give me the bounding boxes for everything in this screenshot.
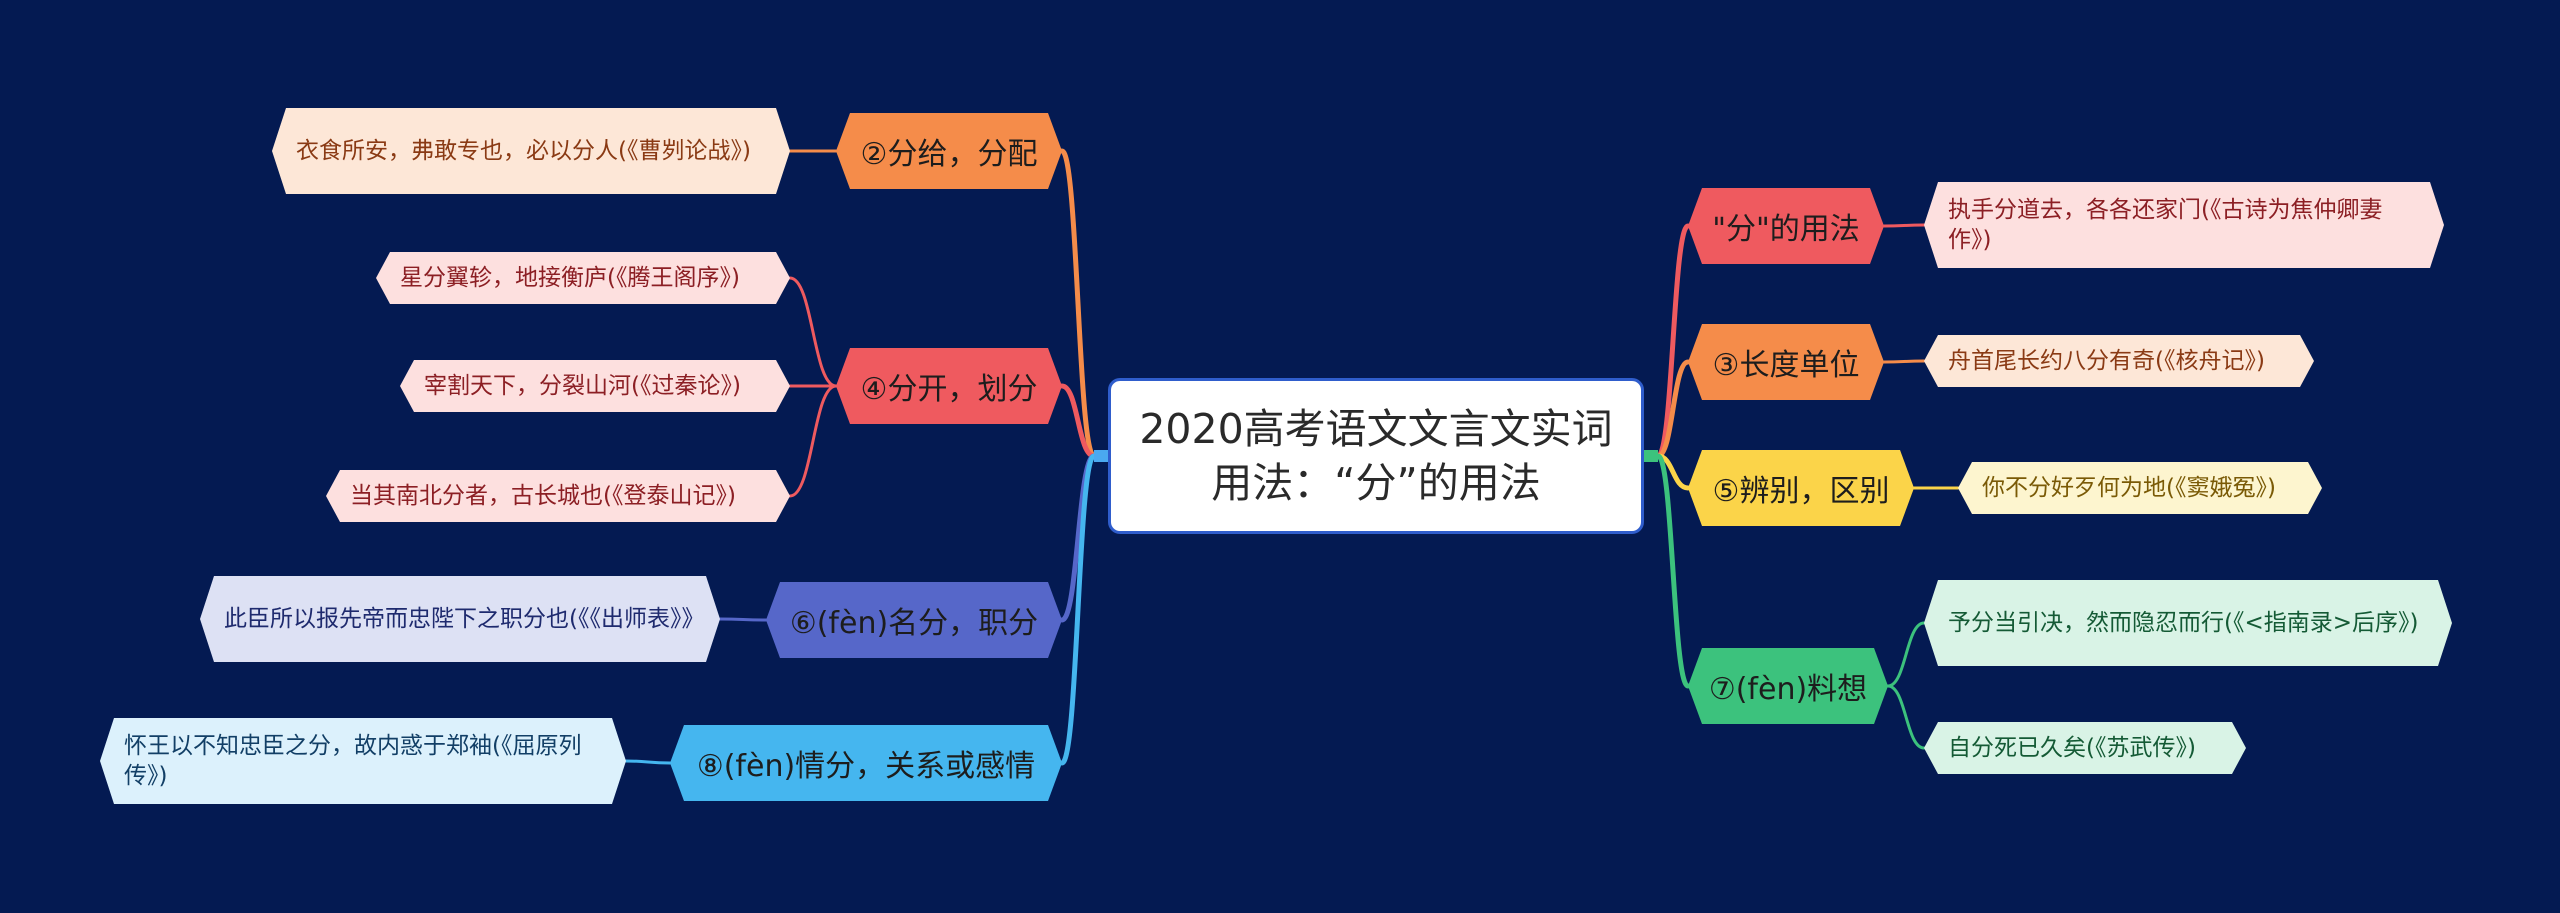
leaf-topic[interactable]: 执手分道去，各各还家门(《古诗为焦仲卿妻作》): [1924, 182, 2444, 268]
branch-topic-label: ⑧(fèn)情分，关系或感情: [696, 749, 1036, 784]
branch-topic[interactable]: ⑥(fèn)名分，职分: [766, 582, 1062, 658]
leaf-topic-text: 舟首尾长约八分有奇(《核舟记》): [1948, 348, 2265, 374]
connector-line: [1882, 223, 1926, 228]
leaf-topic[interactable]: 当其南北分者，古长城也(《登泰山记》): [326, 470, 790, 522]
branch-topic-label: ④分开，划分: [860, 372, 1038, 407]
leaf-topic-text: 宰割天下，分裂山河(《过秦论》): [424, 373, 741, 399]
root-connector-stub: [1094, 450, 1108, 462]
leaf-topic-text: 怀王以不知忠臣之分，故内惑于郑袖(《屈原列传》): [124, 733, 582, 789]
branch-topic-label: ⑤辨别，区别: [1712, 474, 1890, 509]
branch-topic-label: ⑦(fèn)料想: [1708, 672, 1868, 707]
connector-line: [1059, 453, 1097, 766]
branch-topic[interactable]: ⑧(fèn)情分，关系或感情: [670, 725, 1062, 801]
connector-line: [1059, 148, 1097, 459]
leaf-topic-text: 当其南北分者，古长城也(《登泰山记》): [350, 483, 736, 509]
root-topic-label: 2020高考语文文言文实词用法：“分”的用法: [1139, 405, 1613, 507]
leaf-topic[interactable]: 予分当引决，然而隐忍而行(《<指南录>后序》): [1924, 580, 2452, 666]
connector-line: [1886, 621, 1926, 688]
connector-line: [624, 759, 672, 765]
leaf-topic[interactable]: 自分死已久矣(《苏武传》): [1924, 722, 2246, 774]
connector-line: [1882, 359, 1926, 364]
branch-topic-label: ⑥(fèn)名分，职分: [789, 606, 1039, 641]
root-connector-stub: [1644, 450, 1658, 462]
leaf-topic[interactable]: 舟首尾长约八分有奇(《核舟记》): [1924, 335, 2314, 387]
leaf-topic[interactable]: 怀王以不知忠臣之分，故内惑于郑袖(《屈原列传》): [100, 718, 626, 804]
leaf-topic-text: 予分当引决，然而隐忍而行(《<指南录>后序》): [1948, 610, 2419, 636]
connector-line: [788, 276, 838, 388]
branch-topic[interactable]: "分"的用法: [1688, 188, 1884, 264]
root-topic[interactable]: 2020高考语文文言文实词用法：“分”的用法: [1108, 378, 1644, 534]
leaf-topic-text: 衣食所安，弗敢专也，必以分人(《曹刿论战》): [296, 138, 751, 164]
leaf-topic[interactable]: 宰割天下，分裂山河(《过秦论》): [400, 360, 790, 412]
branch-topic-label: ②分给，分配: [860, 137, 1038, 172]
leaf-topic-text: 星分翼轸，地接衡庐(《腾王阁序》): [400, 265, 740, 291]
branch-topic[interactable]: ⑤辨别，区别: [1688, 450, 1914, 526]
leaf-topic-text: 你不分好歹何为地(《窦娥冤》): [1982, 475, 2276, 501]
connector-line: [1059, 383, 1097, 459]
connector-line: [1886, 684, 1926, 750]
connector-line: [718, 617, 768, 622]
branch-topic[interactable]: ②分给，分配: [836, 113, 1062, 189]
branch-topic[interactable]: ④分开，划分: [836, 348, 1062, 424]
leaf-topic-text: 执手分道去，各各还家门(《古诗为焦仲卿妻作》): [1948, 197, 2383, 253]
branch-topic[interactable]: ⑦(fèn)料想: [1688, 648, 1888, 724]
branch-topic-label: ③长度单位: [1712, 348, 1860, 383]
connector-line: [1655, 359, 1691, 459]
leaf-topic-text: 此臣所以报先帝而忠陛下之职分也(《《出师表》》: [224, 606, 705, 632]
branch-topic[interactable]: ③长度单位: [1688, 324, 1884, 400]
leaf-topic[interactable]: 你不分好歹何为地(《窦娥冤》): [1958, 462, 2322, 514]
leaf-topic[interactable]: 星分翼轸，地接衡庐(《腾王阁序》): [376, 252, 790, 304]
branch-topic-label: "分"的用法: [1712, 212, 1860, 247]
leaf-topic[interactable]: 衣食所安，弗敢专也，必以分人(《曹刿论战》): [272, 108, 790, 194]
connector-line: [788, 384, 838, 498]
connector-line: [1655, 453, 1691, 689]
leaf-topic-text: 自分死已久矣(《苏武传》): [1948, 735, 2196, 761]
leaf-topic[interactable]: 此臣所以报先帝而忠陛下之职分也(《《出师表》》: [200, 576, 720, 662]
